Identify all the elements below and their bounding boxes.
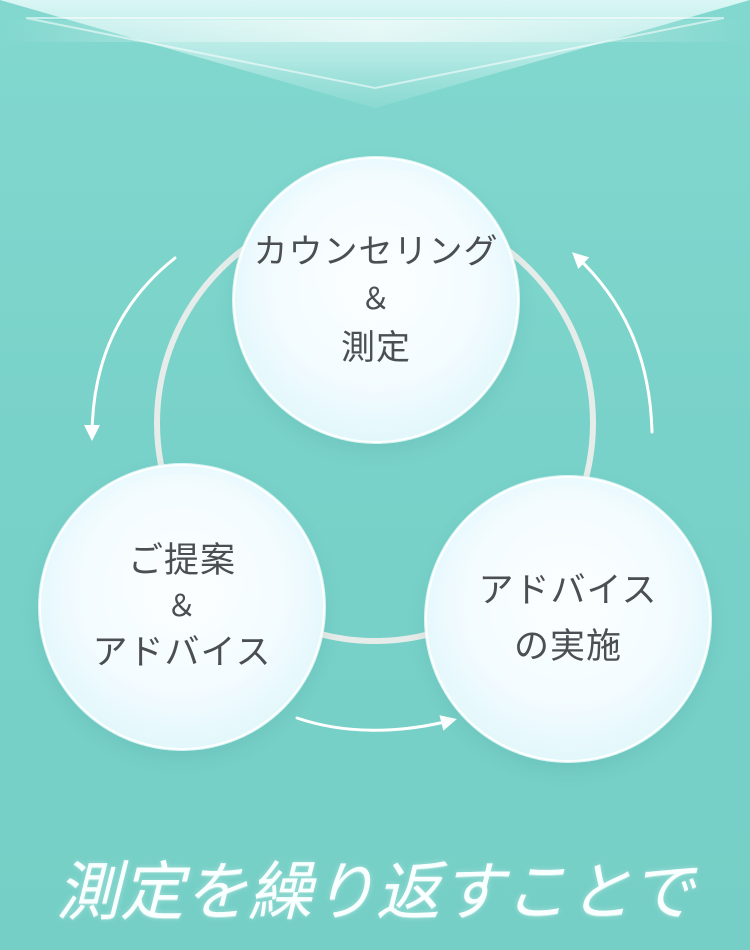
- proposal-line-3: アドバイス: [92, 633, 272, 673]
- bottom-caption: 測定を繰り返すことで: [55, 856, 695, 930]
- bottom-cycle-arrow: [295, 715, 457, 732]
- proposal-line-2: ＆: [166, 589, 198, 624]
- counseling-label: カウンセリング ＆ 測定: [254, 225, 499, 375]
- implementation-line-1: アドバイス: [478, 571, 658, 611]
- proposal-circle: ご提案 ＆ アドバイス: [39, 464, 325, 750]
- left-cycle-arrow: [84, 256, 177, 441]
- counseling-line-2: ＆: [360, 282, 392, 317]
- proposal-label: ご提案 ＆ アドバイス: [93, 536, 272, 678]
- implementation-line-2: の実施: [513, 627, 622, 667]
- implementation-label: アドバイス の実施: [479, 563, 658, 675]
- implementation-circle: アドバイス の実施: [425, 476, 711, 762]
- counseling-line-3: 測定: [341, 328, 411, 368]
- counseling-line-1: カウンセリング: [253, 232, 499, 272]
- right-cycle-arrow: [572, 252, 654, 434]
- proposal-line-1: ご提案: [127, 541, 236, 581]
- counseling-circle: カウンセリング ＆ 測定: [233, 157, 519, 443]
